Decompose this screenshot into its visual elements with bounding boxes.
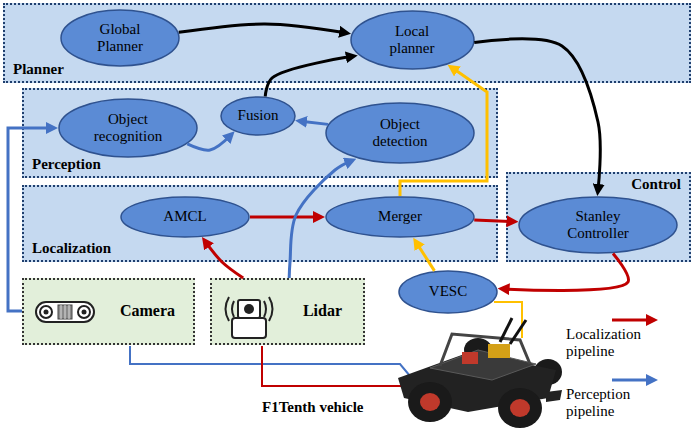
- bumper: [546, 390, 562, 402]
- process-ellipse: Stanley Controller: [518, 196, 678, 254]
- camera-sensor: [58, 305, 72, 319]
- band-title: Perception: [32, 156, 101, 173]
- vehicle-label: F1Tenth vehicle: [262, 399, 364, 416]
- node-label: Stanley Controller: [554, 208, 642, 243]
- legend-arrow: [610, 314, 670, 326]
- ellipse-shape: [61, 10, 179, 66]
- wheel: [498, 388, 542, 428]
- vesc-wire: [494, 302, 522, 338]
- layer-band: Localization AMCL Merger: [22, 185, 498, 262]
- camera-sensor-stripe: [61, 305, 62, 319]
- chassis: [398, 352, 556, 412]
- node-label: Merger: [378, 208, 422, 225]
- band-title: Control: [631, 176, 681, 193]
- pipeline-arrow: [205, 242, 243, 278]
- camera-icon: [36, 302, 94, 322]
- pipeline-arrow: [187, 136, 230, 151]
- node-label: Global Planner: [87, 21, 153, 56]
- node-label: Object detection: [359, 116, 442, 151]
- process-ellipse: Merger: [325, 196, 475, 238]
- sensor-label: Camera: [120, 302, 175, 320]
- roll-cage: [440, 334, 530, 366]
- wheel: [464, 338, 492, 362]
- camera-wire: [130, 346, 410, 376]
- vehicle-lidar: [462, 352, 478, 364]
- pipeline-arrow: [474, 39, 600, 190]
- lidar-lens: [244, 304, 254, 314]
- process-ellipse: Local planner: [350, 10, 475, 70]
- legend-arrow: [612, 319, 652, 322]
- node-label: Object recognition: [90, 111, 167, 146]
- ellipse-shape: [326, 103, 474, 163]
- wheel: [534, 359, 562, 385]
- pipeline-arrow: [179, 24, 345, 33]
- ellipse-shape: [326, 197, 474, 237]
- band-title: Planner: [13, 61, 64, 78]
- vehicle-wires: [130, 302, 522, 386]
- ellipse-shape: [399, 271, 497, 313]
- node-label: Fusion: [238, 107, 279, 124]
- layer-band: ControlStanley Controller: [506, 172, 691, 262]
- vehicle-illustration: [398, 318, 562, 428]
- device-ellipse: VESC: [398, 270, 498, 314]
- camera-lens: [78, 306, 90, 318]
- ellipse-shape: [121, 197, 249, 237]
- wheel-rim: [420, 393, 440, 411]
- lidar-wire: [262, 346, 414, 386]
- camera-sensor-stripe: [69, 305, 70, 319]
- lidar-icon: [226, 297, 273, 338]
- layer-band: Perception Object recognition FusionObject…: [22, 88, 498, 178]
- ellipse-shape: [221, 97, 295, 135]
- camera-body: [36, 302, 94, 322]
- top-plate: [430, 350, 536, 380]
- lidar-wave: [226, 297, 230, 321]
- lidar-head: [238, 300, 260, 318]
- legend-label: Perception pipeline: [566, 386, 661, 421]
- camera-lens-core: [44, 310, 49, 315]
- lidar-base: [232, 318, 266, 338]
- process-ellipse: Fusion: [220, 96, 296, 136]
- pipeline-arrow: [416, 243, 434, 271]
- node-label: AMCL: [163, 208, 206, 225]
- camera-lens: [40, 306, 52, 318]
- layer-band: Planner Global Planner Local planner: [3, 3, 691, 83]
- node-label: VESC: [429, 283, 467, 300]
- antenna: [510, 320, 526, 344]
- pipeline-arrow: [265, 56, 352, 96]
- ellipse-shape: [351, 11, 474, 69]
- legend-arrow: [612, 379, 652, 382]
- antenna: [500, 318, 512, 342]
- lidar-wave: [232, 301, 234, 317]
- process-ellipse: Object detection: [325, 102, 475, 164]
- lidar-wave: [269, 297, 273, 321]
- wheel: [408, 382, 452, 422]
- pipeline-arrow: [8, 128, 52, 311]
- process-ellipse: Global Planner: [60, 9, 180, 67]
- process-ellipse: Object recognition: [58, 98, 198, 158]
- pipeline-arrow: [289, 161, 351, 278]
- ellipse-shape: [59, 99, 197, 157]
- camera-lens-core: [82, 310, 87, 315]
- ellipse-shape: [519, 197, 677, 253]
- pipeline-arrow: [504, 253, 629, 290]
- legend-arrow: [610, 374, 670, 386]
- vehicle-board: [488, 344, 510, 358]
- pipeline-arrow: [400, 68, 487, 196]
- pipeline-arrow: [474, 220, 512, 222]
- wheel-rim: [510, 399, 530, 417]
- process-ellipse: AMCL: [120, 196, 250, 238]
- sensor-label: Lidar: [303, 302, 342, 320]
- band-title: Localization: [32, 240, 111, 257]
- camera-sensor-stripe: [65, 305, 66, 319]
- sensor-box: Lidar: [210, 278, 365, 345]
- node-label: Local planner: [378, 23, 447, 58]
- pipeline-arrow: [250, 216, 319, 219]
- lidar-wave: [264, 301, 266, 317]
- sensor-box: Camera: [22, 278, 195, 345]
- pipeline-arrow: [301, 121, 328, 124]
- legend-label: Localization pipeline: [566, 326, 661, 361]
